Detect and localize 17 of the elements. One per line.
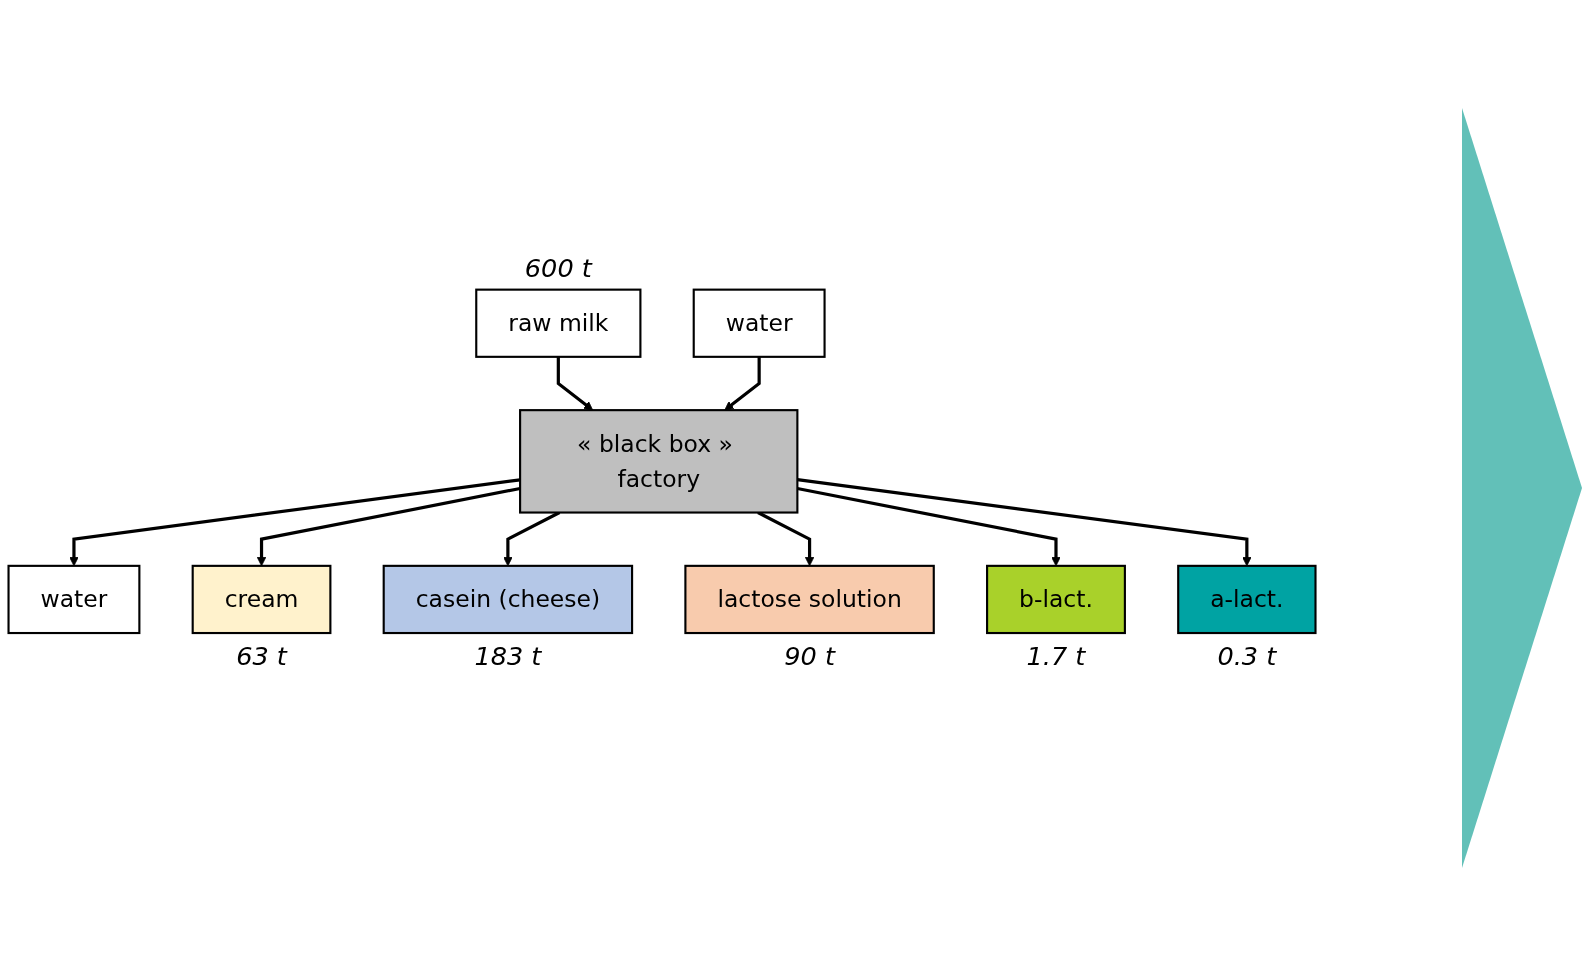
quantity-label: 183 t (474, 641, 542, 672)
node-box: raw milk (475, 288, 642, 358)
quantity-label: 0.3 t (1217, 641, 1277, 672)
node-box: water (7, 564, 141, 635)
node-box: casein (cheese) (382, 564, 634, 635)
arrow (556, 356, 594, 411)
quantity-label: 90 t (784, 641, 835, 672)
node-box: b-lact. (986, 564, 1126, 635)
node-box: cream (191, 564, 332, 635)
node-box: lactose solution (684, 564, 935, 635)
quantity-label: 1.7 t (1026, 641, 1086, 672)
quantity-label: 600 t (524, 252, 592, 283)
node-box: a-lact. (1177, 564, 1317, 635)
node-box: water (692, 288, 826, 358)
node-box: « black box » factory (519, 409, 799, 514)
quantity-label: 63 t (236, 641, 287, 672)
arrow (724, 356, 761, 411)
